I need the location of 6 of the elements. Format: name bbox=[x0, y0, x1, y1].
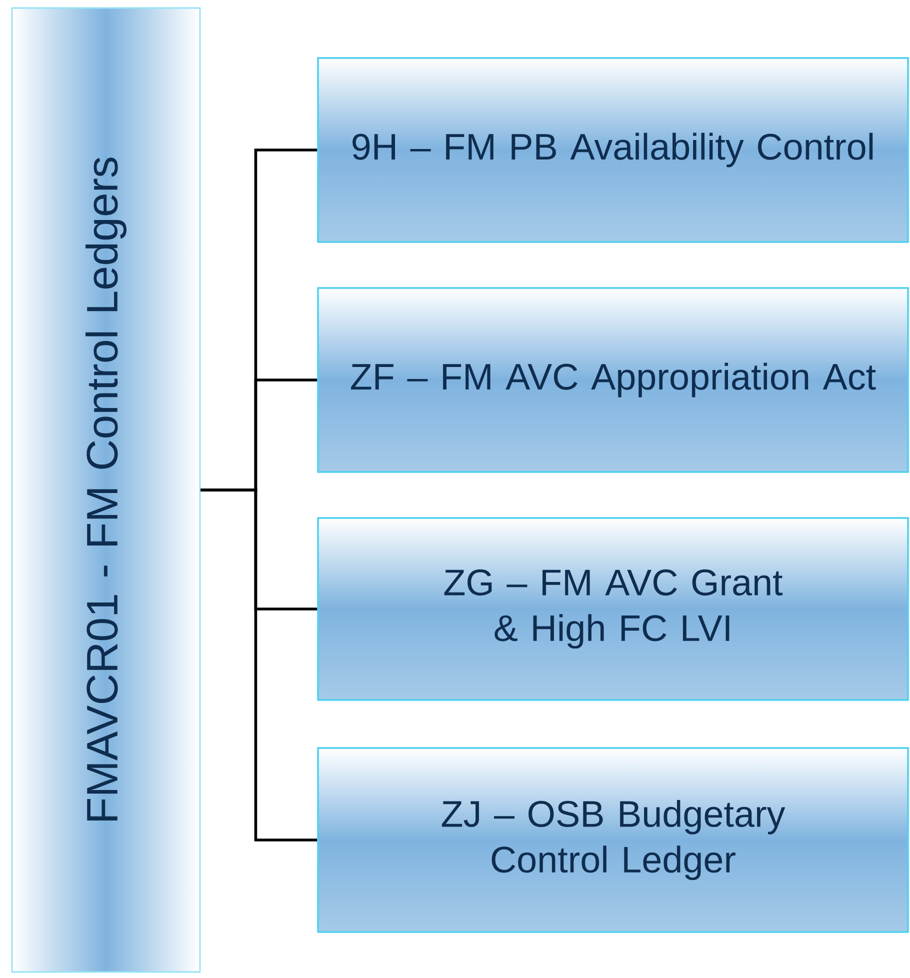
ledger-box: ZF – FM AVC Appropriation Act bbox=[317, 287, 909, 473]
ledger-box: 9H – FM PB Availability Control bbox=[317, 57, 909, 243]
ledger-box: ZG – FM AVC Grant & High FC LVI bbox=[317, 517, 909, 701]
title-bar: FMAVCR01 - FM Control Ledgers bbox=[11, 7, 201, 973]
connector bbox=[200, 488, 318, 842]
ledger-box: ZJ – OSB Budgetary Control Ledger bbox=[317, 747, 909, 933]
